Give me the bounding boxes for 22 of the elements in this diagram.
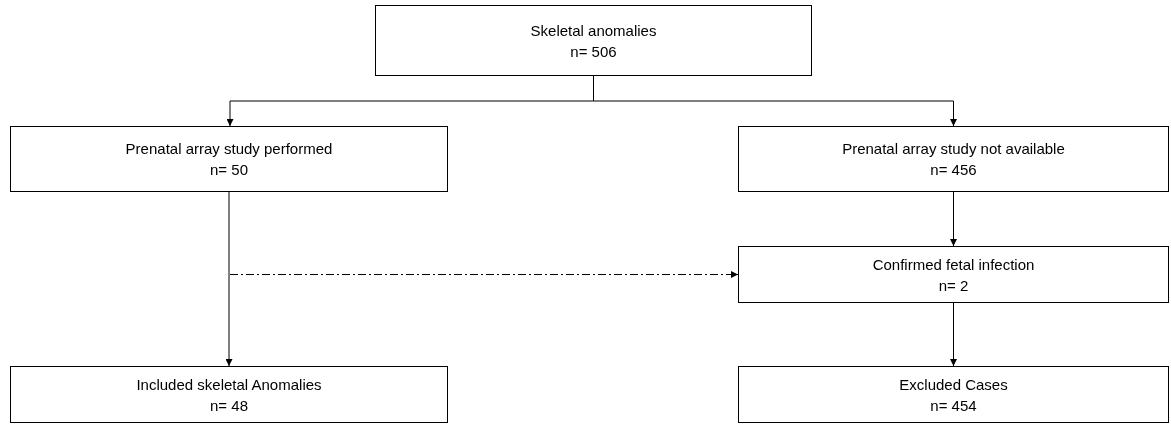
count-label: n= 2 [938,275,969,296]
arrow [950,191,957,247]
dash-dot-arrow [229,271,739,278]
process-box [738,126,1169,192]
arrow [225,191,233,367]
box-title: Prenatal array study not available [842,139,1065,159]
box-title: Confirmed fetal infection [872,254,1035,275]
process-box [738,366,1169,423]
process-box [10,126,448,192]
box-title: Skeletal anomalies [530,20,657,41]
box-title: Excluded Cases [899,374,1008,395]
count-label: n= 506 [570,41,617,62]
process-box [738,246,1169,303]
arrow [950,302,957,367]
count-label: n= 48 [210,395,248,416]
count-label: n= 50 [210,160,248,180]
count-label: n= 456 [930,160,977,180]
box-title: Prenatal array study performed [125,139,333,159]
process-box [10,366,448,423]
count-label: n= 454 [930,395,977,416]
box-title: Included skeletal Anomalies [136,374,322,395]
process-box [375,5,812,76]
